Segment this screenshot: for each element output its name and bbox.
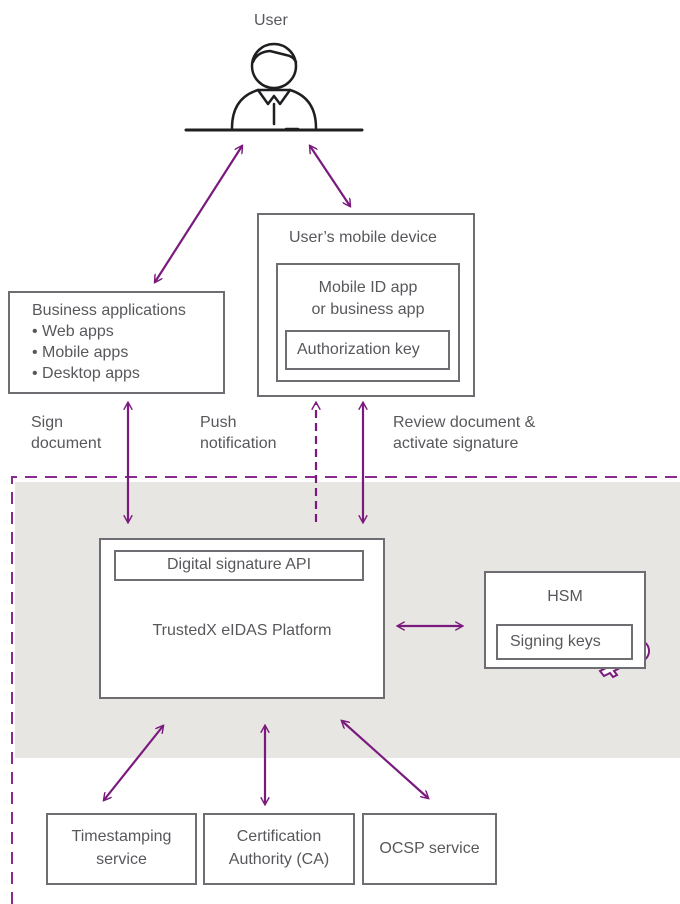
business-applications-box — [8, 291, 225, 394]
arrow-user-mobile — [310, 146, 350, 206]
push-notification-label-2: notification — [200, 435, 277, 452]
user-icon — [184, 42, 364, 132]
hsm-title: HSM — [547, 588, 583, 605]
arrow-user-business — [155, 146, 242, 282]
signing-keys-box — [496, 624, 633, 660]
review-document-label: Review document & — [393, 414, 536, 431]
arrow-timestamping — [104, 726, 163, 800]
certification-authority-label: Certification — [236, 828, 322, 845]
mobile-device-title: User’s mobile device — [289, 229, 437, 246]
platform-name: TrustedX eIDAS Platform — [152, 622, 332, 639]
sign-document-label-2: document — [31, 435, 102, 452]
ocsp-service-box — [362, 813, 497, 885]
timestamping-service-box — [46, 813, 197, 885]
arrow-ocsp — [342, 721, 428, 798]
ocsp-service-label: OCSP service — [379, 840, 480, 857]
sign-document-label: Sign — [31, 414, 64, 431]
signing-keys-label: Signing keys — [510, 633, 601, 650]
timestamping-service-label: Timestamping — [71, 828, 172, 845]
mobile-app-line2: or business app — [311, 301, 425, 318]
digital-signature-api-label: Digital signature API — [166, 556, 312, 573]
business-app-item: • Mobile apps — [32, 344, 129, 361]
authorization-key-box — [285, 330, 450, 370]
connectors — [104, 146, 462, 804]
review-document-label-2: activate signature — [393, 435, 519, 452]
push-notification-label: Push — [200, 414, 237, 431]
certification-authority-label-2: Authority (CA) — [228, 851, 330, 868]
digital-signature-api-box — [114, 550, 364, 581]
user-label: User — [254, 12, 288, 29]
mobile-app-line1: Mobile ID app — [318, 279, 418, 296]
business-app-item: • Web apps — [32, 323, 114, 340]
business-app-item: • Desktop apps — [32, 365, 140, 382]
trust-boundary — [11, 476, 680, 904]
timestamping-service-label-2: service — [96, 851, 147, 868]
business-applications-title: Business applications — [32, 302, 186, 319]
authorization-key-label: Authorization key — [297, 341, 420, 358]
certification-authority-box — [203, 813, 355, 885]
